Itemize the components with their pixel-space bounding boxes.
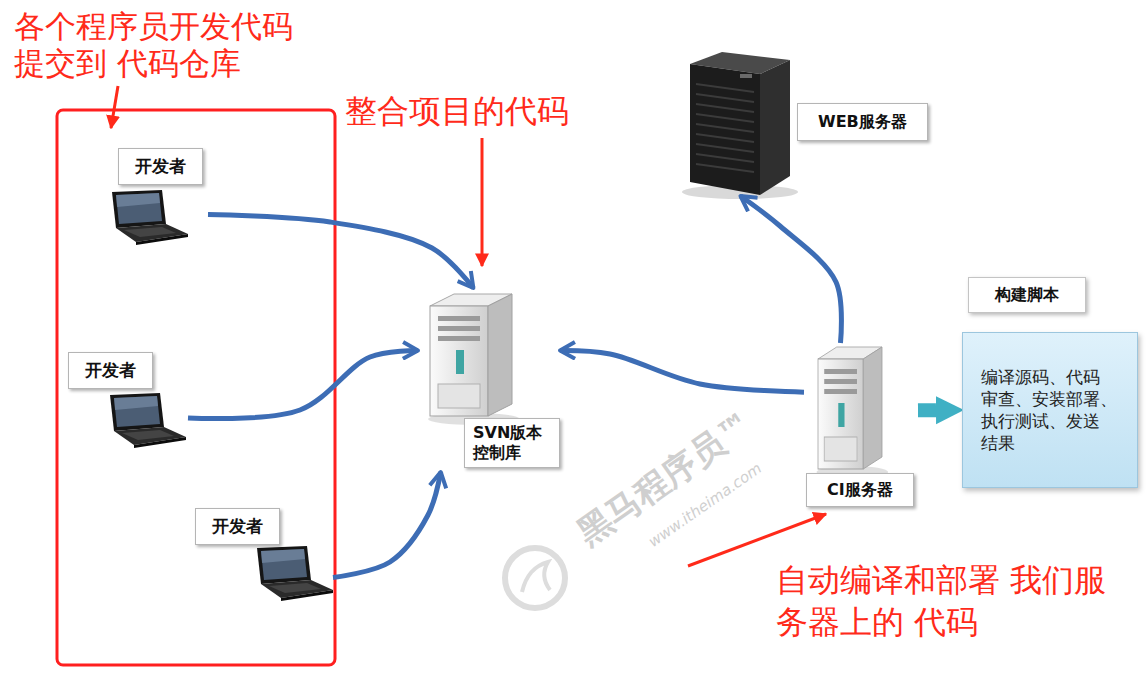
node-text: 开发者: [212, 516, 263, 537]
developer-node: 开发者: [108, 148, 208, 243]
node-text: WEB服务器: [818, 112, 907, 132]
node-text: CI服务器: [827, 480, 893, 500]
node-text: 开发者: [135, 156, 186, 177]
web-server-node: WEB服务器: [678, 50, 928, 196]
annotation-note: 各个程序员开发代码 提交到 代码仓库: [14, 8, 314, 82]
art-part: [522, 562, 550, 592]
flow-block-arrow: [918, 403, 936, 417]
art-part: [696, 154, 754, 162]
tower-server-icon: [682, 52, 798, 199]
build-steps-box: 编译源码、代码 审查、安装部署、 执行测试、发送 结果: [962, 332, 1138, 488]
annotation-arrow: [111, 86, 118, 128]
node-label-box: 开发者: [68, 352, 153, 389]
group-bracket: [57, 110, 335, 665]
annotation-arrow: [481, 138, 484, 266]
flow-arrow: [208, 215, 473, 289]
developer-node: 开发者: [193, 508, 333, 602]
art-part: [696, 104, 754, 112]
server-icon: [816, 347, 888, 478]
build-script-title: 构建脚本: [968, 277, 1086, 313]
art-part: [505, 548, 565, 608]
art-part: [696, 84, 754, 92]
node-label-box: SVN版本 控制库: [464, 418, 560, 468]
art-part: [696, 164, 754, 172]
art-part: [816, 347, 888, 478]
flow-arrow: [333, 472, 441, 578]
annotation-note: 自动编译和部署 我们服 务器上的 代码: [776, 560, 1121, 643]
watermark-logo: [505, 548, 565, 608]
node-label-box: 开发者: [118, 148, 203, 185]
node-text: 开发者: [85, 360, 136, 381]
node-label-box: 开发者: [195, 508, 280, 545]
flow-arrow: [188, 351, 418, 419]
art-part: [740, 74, 752, 78]
node-text: SVN版本 控制库: [473, 423, 551, 463]
flow-arrow: [560, 351, 804, 393]
server-icon: [428, 294, 520, 425]
art-part: [696, 94, 754, 102]
ci-server-node: CI服务器: [804, 343, 918, 507]
art-part: [696, 134, 754, 142]
art-part: [696, 114, 754, 122]
node-label-box: WEB服务器: [797, 103, 928, 141]
annotation-note: 整合项目的代码: [345, 92, 569, 130]
node-label-box: CI服务器: [806, 473, 914, 507]
art-part: [696, 144, 754, 152]
art-part: [696, 124, 754, 132]
laptop-icon: [112, 190, 188, 245]
svn-repository-node: SVN版本 控制库: [418, 288, 560, 472]
node-text: 编译源码、代码 审查、安装部署、 执行测试、发送 结果: [981, 366, 1119, 454]
annotation-arrow: [688, 514, 826, 566]
art-part: [690, 64, 760, 195]
laptop-icon: [257, 546, 333, 601]
flow-arrow: [741, 196, 842, 343]
laptop-icon: [110, 393, 186, 448]
art-part: [760, 60, 790, 195]
node-text: 构建脚本: [995, 285, 1059, 305]
developer-node: 开发者: [66, 352, 188, 449]
